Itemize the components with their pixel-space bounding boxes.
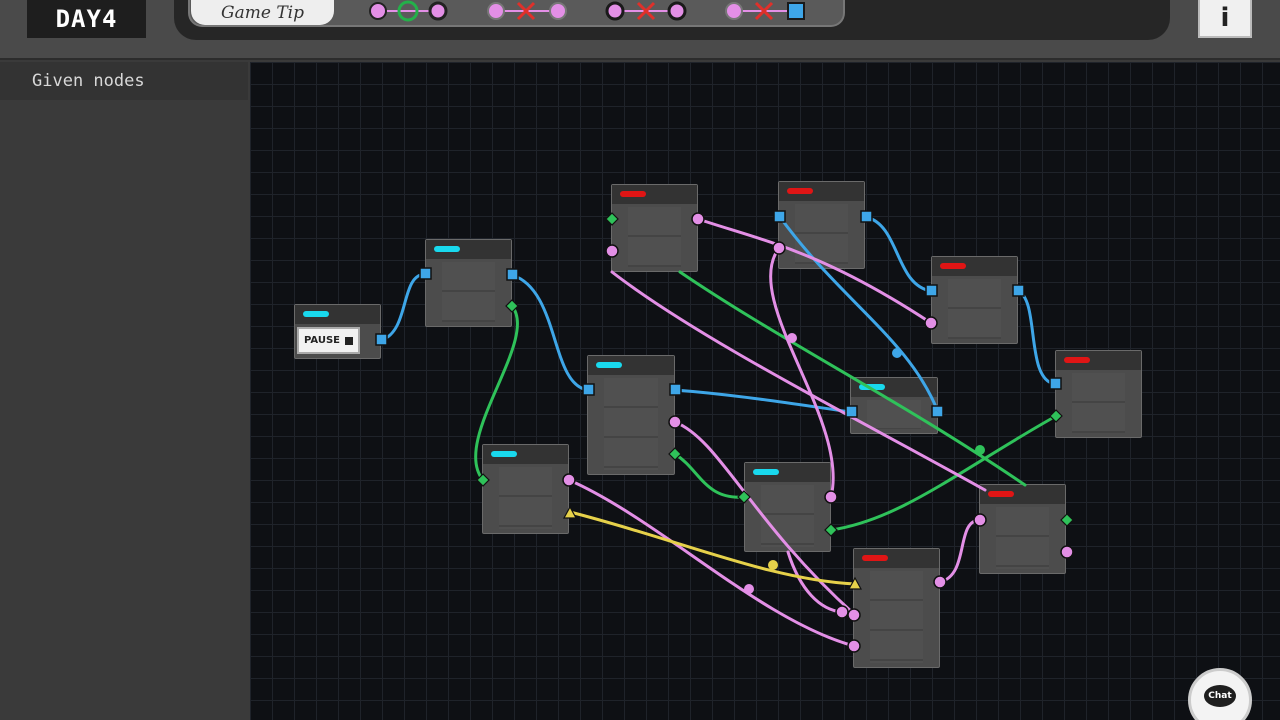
black-dot-icon: [667, 1, 687, 21]
chat-bubble-icon: Chat: [1204, 685, 1236, 707]
stop-square-icon: [345, 336, 353, 345]
node-a[interactable]: [425, 239, 512, 327]
legend-pink-pink-incompatible: [487, 1, 567, 21]
node-f[interactable]: [587, 355, 675, 475]
top-bar: DAY4 Game Tip i: [0, 0, 1280, 60]
connection-legend: [369, 0, 805, 22]
sidebar: Given nodes: [0, 62, 248, 720]
day-badge: DAY4: [27, 0, 146, 38]
green-ring-icon: [397, 0, 419, 22]
node-e[interactable]: [1055, 350, 1142, 438]
legend-compatible: [369, 0, 448, 22]
pause-button-label: PAUSE: [304, 335, 340, 346]
pause-button[interactable]: PAUSE: [297, 327, 360, 354]
pink-dot-icon: [549, 2, 567, 20]
black-dot-icon: [605, 1, 625, 21]
x-icon: [754, 1, 774, 21]
pink-dot-icon: [369, 2, 387, 20]
legend-black-pink-incompatible: [605, 1, 687, 21]
game-tip-label[interactable]: Game Tip: [191, 0, 334, 25]
node-b[interactable]: [611, 184, 698, 272]
pink-dot-icon: [428, 1, 448, 21]
pink-dot-icon: [487, 2, 505, 20]
given-nodes-header: Given nodes: [0, 62, 248, 100]
node-j[interactable]: [979, 484, 1066, 574]
node-d[interactable]: [931, 256, 1018, 344]
node-c[interactable]: [778, 181, 865, 269]
node-i[interactable]: [744, 462, 831, 552]
node-g[interactable]: [850, 377, 938, 434]
node-h[interactable]: [482, 444, 569, 534]
pink-dot-icon: [725, 2, 743, 20]
x-icon: [636, 1, 656, 21]
legend-pink-square-incompatible: [725, 1, 805, 21]
chat-button[interactable]: Chat: [1188, 668, 1252, 720]
node-k[interactable]: [853, 548, 940, 668]
blue-square-icon: [787, 2, 805, 20]
x-icon: [516, 1, 536, 21]
info-button[interactable]: i: [1198, 0, 1252, 38]
